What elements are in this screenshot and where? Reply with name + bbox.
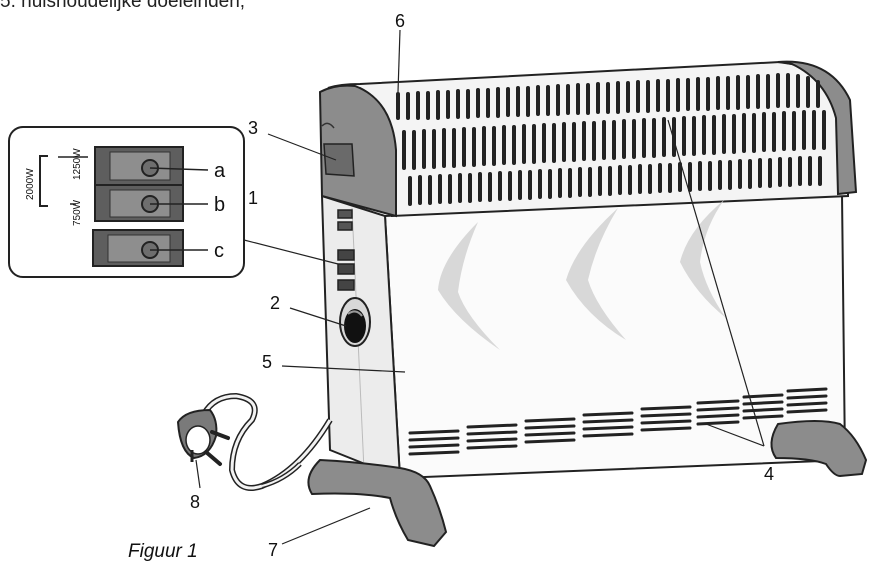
plug-icon: [176, 408, 230, 466]
callout-leaders: [195, 29, 765, 545]
watt-total-label: 2000W: [25, 168, 36, 200]
switch-c-label: c: [214, 240, 224, 262]
heater-feet: [307, 420, 868, 548]
callout-5: 5: [262, 352, 272, 372]
callout-8: 8: [190, 492, 200, 512]
cropped-header-text: 5. huishoudelijke doeleinden;: [0, 0, 246, 12]
callout-2: 2: [270, 293, 280, 313]
callout-1: 1: [248, 188, 258, 208]
front-chevron-decorations: [438, 200, 726, 350]
switch-inset-panel: 2000W 1250W 750W a b c: [8, 126, 245, 278]
callout-6: 6: [395, 11, 405, 31]
power-cord: [201, 392, 333, 491]
callout-4: 4: [764, 464, 774, 484]
switch-c: [92, 229, 184, 267]
figure-caption: Figuur 1: [128, 541, 198, 562]
watt-a-label: 1250W: [72, 148, 83, 180]
left-end-cap: [318, 84, 397, 218]
switch-b: [94, 184, 184, 222]
right-end-cap: [777, 60, 858, 196]
bottom-vent-slots: [408, 387, 828, 456]
switch-a-label: a: [214, 160, 226, 182]
thermostat-knob: [339, 297, 371, 347]
top-grille-slots: [396, 73, 826, 206]
callout-7: 7: [268, 540, 278, 560]
watt-b-label: 750W: [72, 199, 83, 226]
switch-b-label: b: [214, 194, 225, 216]
callout-3: 3: [248, 118, 258, 138]
switch-a: [94, 146, 184, 186]
side-switches: [337, 209, 355, 291]
